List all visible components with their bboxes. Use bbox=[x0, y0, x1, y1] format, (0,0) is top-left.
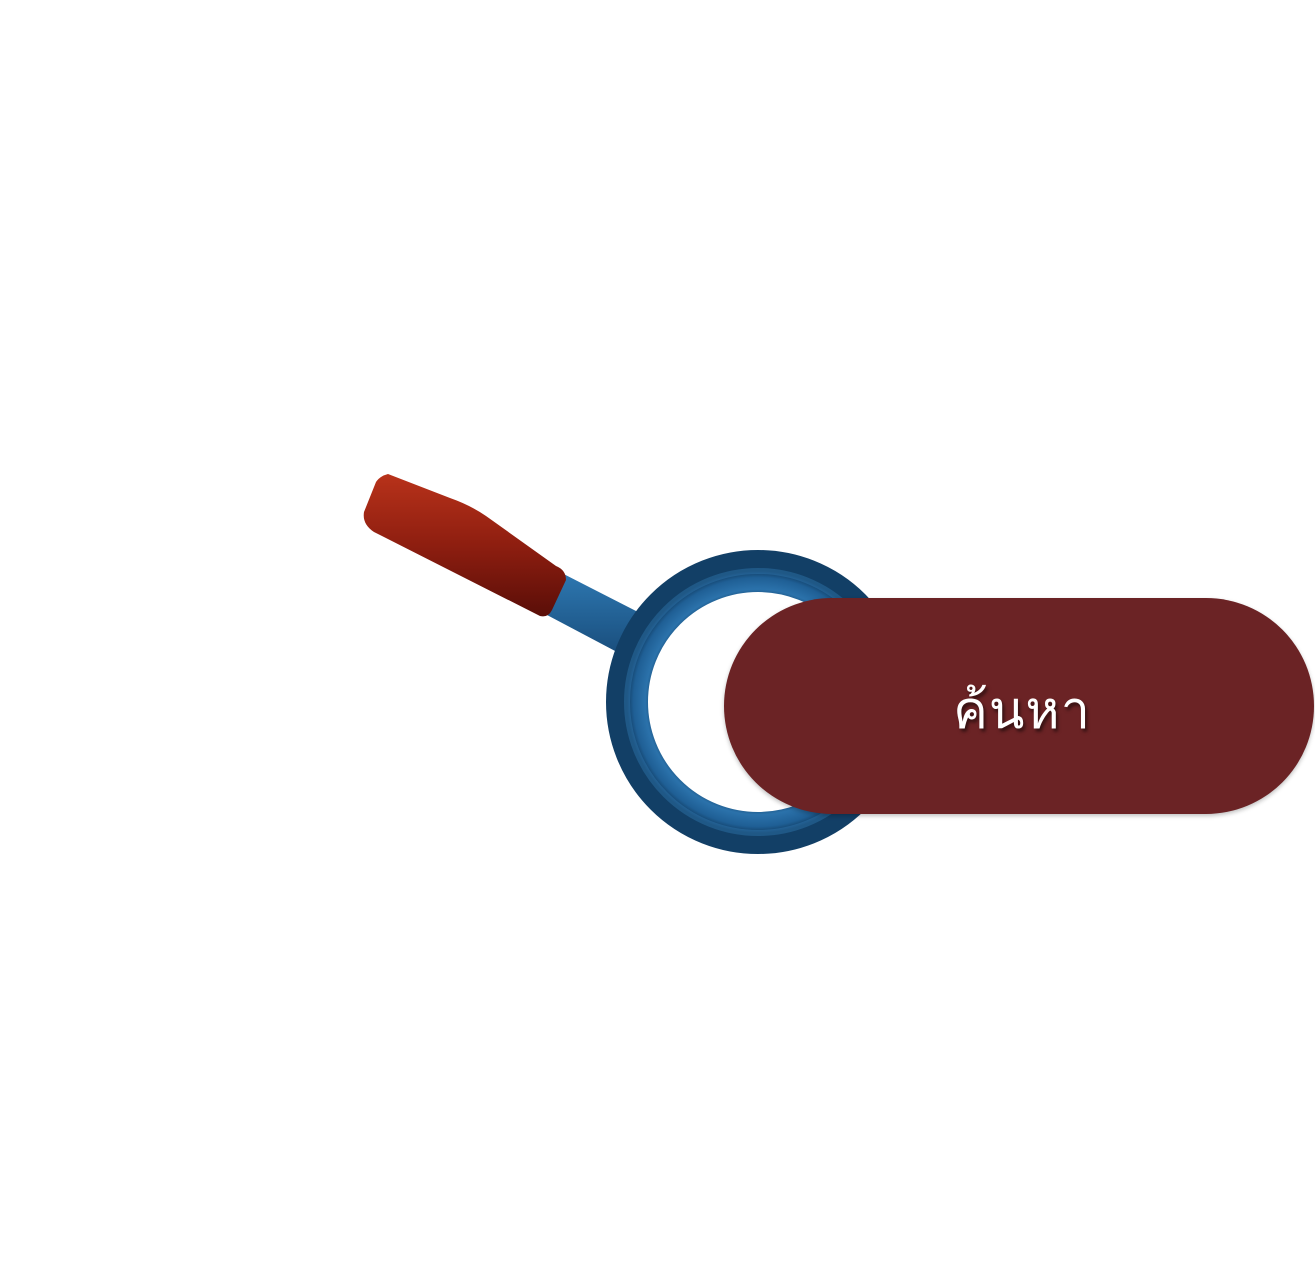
search-button-label: ค้นหา bbox=[953, 680, 1091, 741]
magnifier-handle bbox=[363, 474, 566, 617]
search-button[interactable]: ค้นหา bbox=[724, 598, 1314, 814]
